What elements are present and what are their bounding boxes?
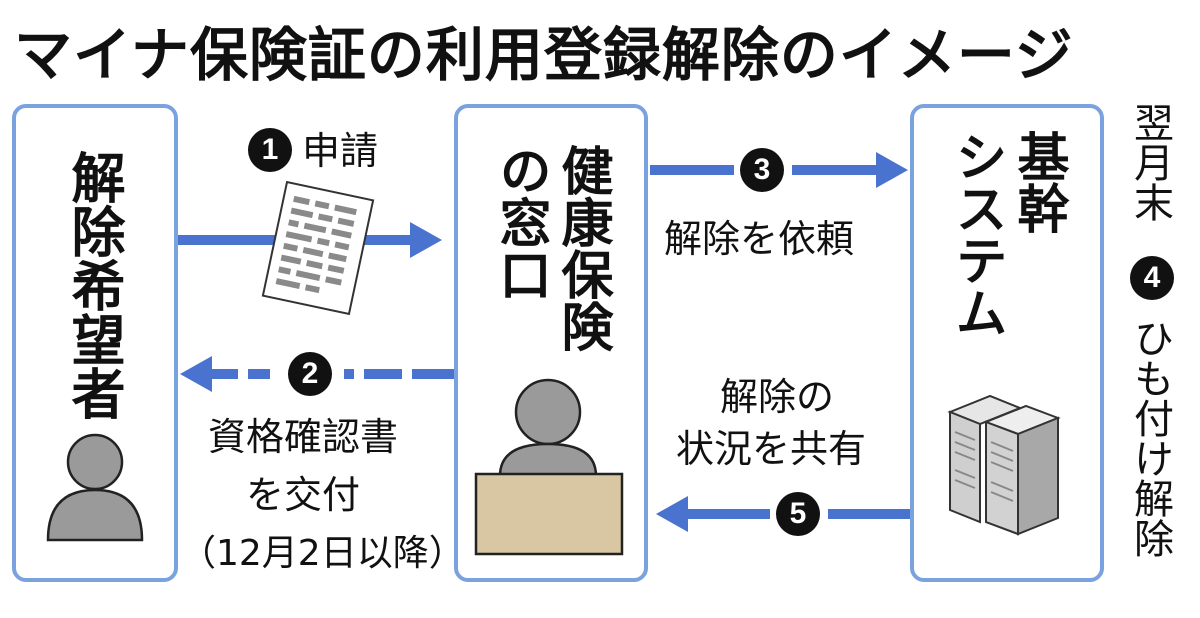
step-2-label-line1: 資格確認書	[208, 415, 399, 459]
step-2-label-line2: を交付	[246, 473, 361, 517]
insurance-label-col2: の窓口	[490, 144, 550, 300]
step-2-label-line3: （12月2日以降）	[180, 533, 465, 574]
step-5-label-line1: 解除の	[720, 375, 835, 419]
system-label-col2: システム	[946, 130, 1006, 338]
step-5-badge: 5	[776, 492, 820, 536]
system-label-col1: 基幹	[1008, 130, 1068, 234]
document-icon	[261, 180, 375, 316]
arrow-issue-certificate	[180, 356, 454, 392]
clerk-icon	[498, 378, 598, 478]
step-1-badge: 1	[248, 128, 292, 172]
step-1-label: 申請	[302, 129, 379, 173]
arrow-request-release	[650, 152, 908, 188]
applicant-label: 解除希望者	[62, 150, 125, 420]
step-4-label-top: 翌月末	[1127, 102, 1173, 222]
step-5-label-line2: 状況を共有	[676, 427, 867, 471]
desk-icon	[474, 472, 624, 556]
page-title: マイナ保険証の利用登録解除のイメージ	[14, 21, 1074, 89]
arrow-share-status	[656, 496, 910, 532]
server-icon	[947, 394, 1061, 536]
step-4-badge: 4	[1130, 256, 1174, 300]
step-4-label-bottom: ひも付け解除	[1127, 318, 1173, 558]
person-icon	[46, 433, 144, 542]
step-3-badge: 3	[740, 148, 784, 192]
step-2-badge: 2	[288, 352, 332, 396]
insurance-label-col1: 健康保険	[552, 144, 612, 352]
step-3-label: 解除を依頼	[664, 217, 855, 261]
